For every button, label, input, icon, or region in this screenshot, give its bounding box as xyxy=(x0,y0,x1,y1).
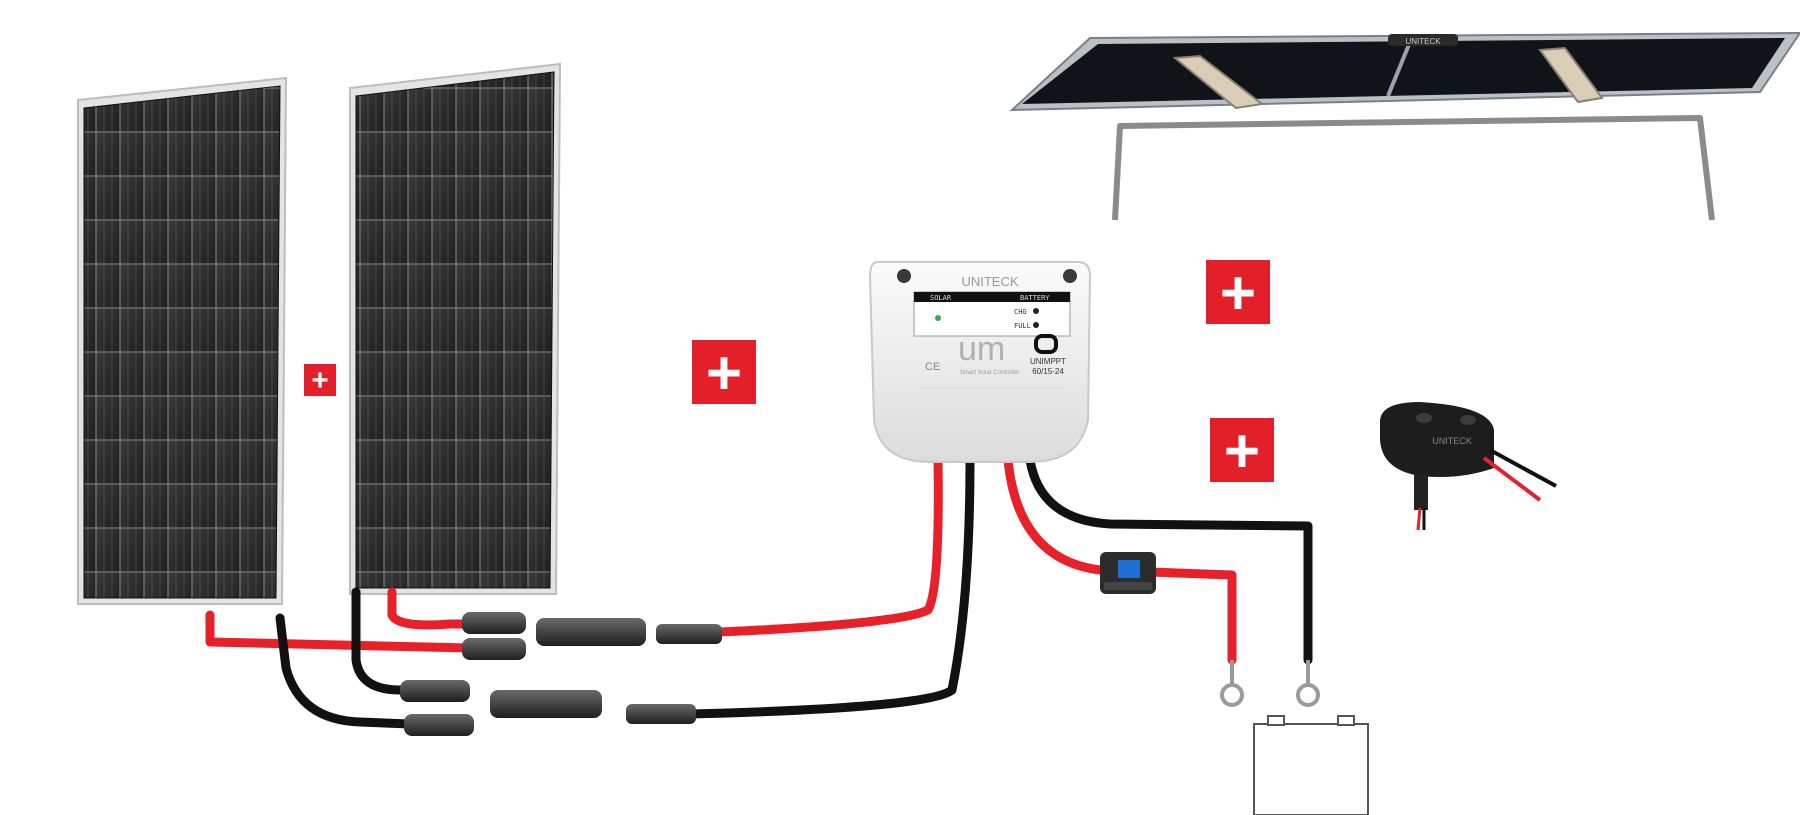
cable-entry-gland-icon: UNITECK xyxy=(1380,402,1557,531)
controller-sub-label: Smart Solar Controller xyxy=(960,370,1019,376)
mount-brand: UNITECK xyxy=(1405,37,1441,46)
solar-panel-right xyxy=(349,62,562,595)
badge-symbol: + xyxy=(706,339,742,408)
mc4-connector-icon xyxy=(400,612,722,736)
plus-badge-icon: + xyxy=(304,364,336,397)
gland-brand: UNITECK xyxy=(1432,436,1472,446)
solar-led xyxy=(935,315,941,321)
status-led xyxy=(1033,322,1039,328)
plus-badge-icon: + xyxy=(692,339,756,408)
cert-label: CE xyxy=(925,361,940,373)
battery-icon xyxy=(1253,715,1369,815)
display-header xyxy=(914,292,1070,302)
solar-panel-left xyxy=(77,76,288,605)
controller-logo: um xyxy=(958,330,1005,368)
charge-controller: UNITECK SOLAR BATTERY CHG FULL CE um Sma… xyxy=(868,261,1092,463)
badge-symbol: + xyxy=(311,364,329,397)
panel-cables xyxy=(205,455,1313,729)
screw-hole xyxy=(897,269,911,283)
display-solar-label: SOLAR xyxy=(930,294,952,302)
badge-symbol: + xyxy=(1224,417,1260,486)
controller-o-mark xyxy=(1034,334,1058,354)
status-full-label: FULL xyxy=(1014,322,1031,330)
screw-hole xyxy=(1063,269,1077,283)
gland-hole xyxy=(1460,415,1476,425)
model-line-2: 60/15-24 xyxy=(1032,367,1064,376)
plus-badge-icon: + xyxy=(1206,259,1270,328)
plus-badge-icon: + xyxy=(1210,417,1274,486)
status-charge-label: CHG xyxy=(1014,308,1027,316)
display-battery-label: BATTERY xyxy=(1020,294,1050,302)
badge-symbol: + xyxy=(1220,259,1256,328)
fuse-holder-icon xyxy=(1100,552,1156,594)
roof-mounted-panels: UNITECK xyxy=(1009,31,1800,221)
controller-brand: UNITECK xyxy=(961,274,1018,289)
ring-terminal-icon xyxy=(1220,660,1320,707)
gland-hole xyxy=(1416,413,1432,423)
status-led xyxy=(1033,308,1039,314)
mount-clip xyxy=(1388,34,1458,46)
model-line-1: UNIMPPT xyxy=(1030,357,1066,366)
